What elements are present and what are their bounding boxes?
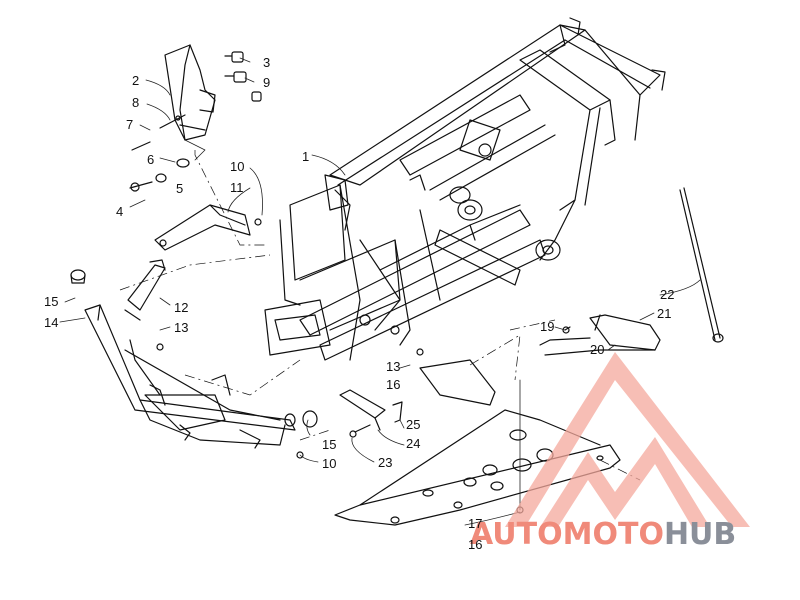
callout-21: 21 (657, 306, 672, 321)
callout-6: 6 (147, 152, 155, 167)
callout-8: 8 (132, 95, 140, 110)
automotohub-logo (505, 352, 750, 527)
callout-24: 24 (406, 436, 421, 451)
callout-25: 25 (406, 417, 421, 432)
watermark-text-secondary: HUB (663, 517, 737, 552)
front-bracket (154, 204, 251, 251)
callout-4: 4 (116, 204, 124, 219)
callout-16a: 16 (386, 377, 401, 392)
callout-20: 20 (590, 342, 605, 357)
callout-1: 1 (302, 149, 310, 164)
front-bumper (70, 269, 296, 449)
mid-spacer (419, 359, 496, 406)
callout-16b: 16 (468, 537, 483, 552)
callout-10a: 10 (230, 159, 245, 174)
callout-3: 3 (263, 55, 271, 70)
callout-13a: 13 (174, 320, 189, 335)
callout-5: 5 (176, 181, 184, 196)
rear-link-bracket (339, 389, 386, 431)
bumper-mount-bracket (124, 259, 166, 321)
callout-22: 22 (660, 287, 675, 302)
callout-15a: 15 (44, 294, 59, 309)
main-frame (264, 17, 666, 361)
callout-11: 11 (230, 180, 244, 195)
callout-19: 19 (540, 319, 555, 334)
headlight-housing (164, 44, 216, 141)
callout-7: 7 (126, 117, 134, 132)
hardware (129, 51, 571, 459)
callout-14: 14 (44, 315, 59, 330)
callout-10b: 10 (322, 456, 337, 471)
callout-23: 23 (378, 455, 393, 470)
callout-17: 17 (468, 516, 483, 531)
watermark-text: AUTOMOTOHUB (470, 520, 736, 550)
callout-12: 12 (174, 300, 189, 315)
callout-9: 9 (263, 75, 271, 90)
watermark-text-primary: AUTOMOTO (470, 517, 664, 552)
footrest-bracket (539, 314, 661, 356)
callout-2: 2 (132, 73, 140, 88)
callout-15b: 15 (322, 437, 337, 452)
leader-lines (59, 57, 701, 526)
callout-13b: 13 (386, 359, 401, 374)
rear-rod (679, 187, 724, 343)
